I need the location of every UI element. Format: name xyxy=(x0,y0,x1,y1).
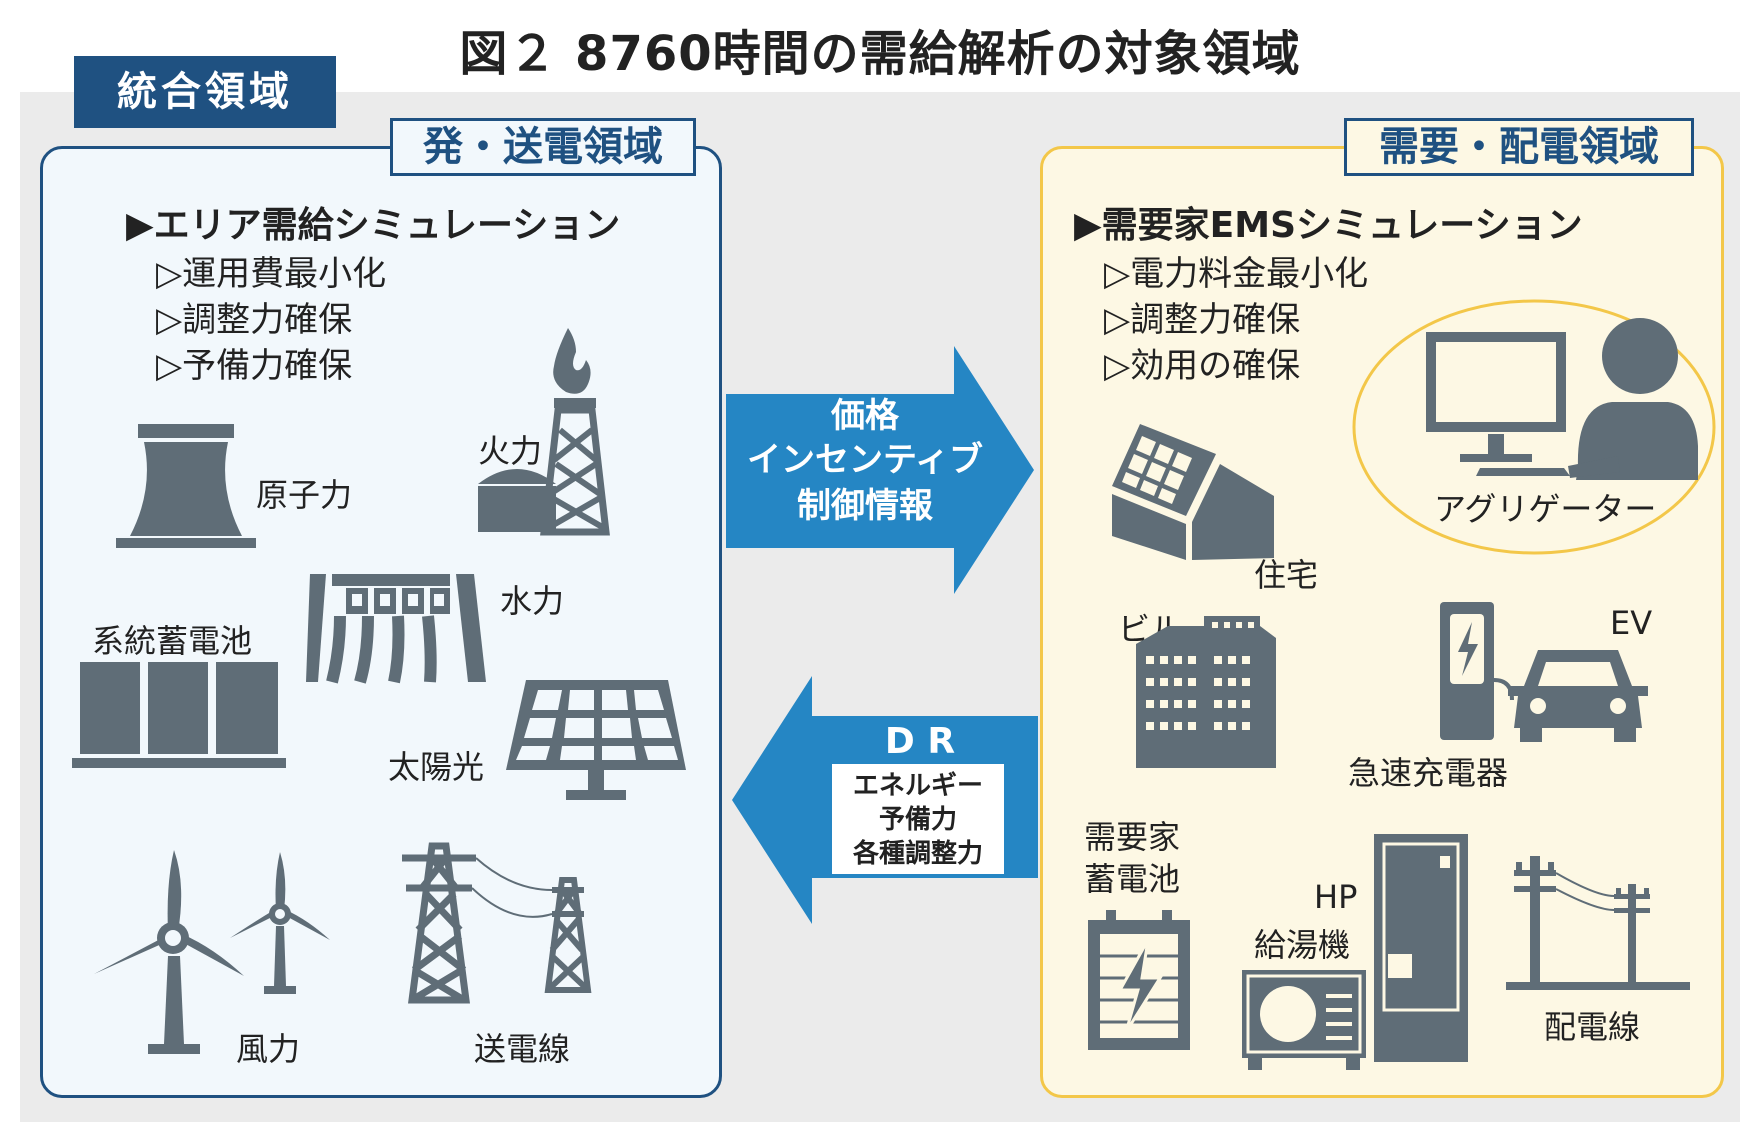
nuclear-label: 原子力 xyxy=(256,476,353,514)
dr-line-1: エネルギー xyxy=(852,771,983,801)
grid-battery-label: 系統蓄電池 xyxy=(92,622,253,660)
solar-panel-icon xyxy=(506,680,686,800)
demand-distribution-label: 需要・配電領域 xyxy=(1344,118,1694,176)
fast-charger-icon xyxy=(1440,602,1514,740)
hydro-label: 水力 xyxy=(500,582,565,620)
left-bullet-2: ▷調整力確保 xyxy=(156,300,353,340)
left-bullet-3: ▷予備力確保 xyxy=(156,346,353,386)
ems-simulation-heading: ▶需要家EMSシミュレーション xyxy=(1074,205,1583,246)
consumer-battery-label: 需要家 蓄電池 xyxy=(1084,818,1181,898)
arrow-right-line-1: 価格 xyxy=(831,396,899,436)
wind-label: 風力 xyxy=(236,1030,301,1068)
price-incentive-arrow xyxy=(726,346,1034,594)
building-icon xyxy=(1136,616,1276,768)
wind-turbine-small-icon xyxy=(230,852,330,994)
house-label: 住宅 xyxy=(1254,556,1319,594)
thermal-plant-icon xyxy=(478,328,610,536)
solar-label: 太陽光 xyxy=(388,748,485,786)
hp-label-line2: 給湯機 xyxy=(1254,926,1351,964)
thermal-label: 火力 xyxy=(478,432,543,470)
grid-battery-icon xyxy=(72,662,286,768)
distribution-pole-icon xyxy=(1506,856,1690,990)
heat-pump-water-heater-icon xyxy=(1242,834,1468,1070)
dr-title: D R xyxy=(884,721,956,762)
dr-line-2: 予備力 xyxy=(878,805,957,835)
wind-turbine-large-icon xyxy=(94,850,244,1054)
integrated-area-badge: 統合領域 xyxy=(74,56,336,128)
consumer-battery-icon xyxy=(1088,910,1190,1050)
hp-label-line1: HP xyxy=(1314,878,1358,916)
ev-label: EV xyxy=(1610,604,1653,642)
hydro-dam-icon xyxy=(306,574,486,684)
right-bullet-3: ▷効用の確保 xyxy=(1104,346,1301,386)
arrow-right-line-2: インセンティブ xyxy=(747,440,983,480)
dr-contents-box: エネルギー 予備力 各種調整力 xyxy=(832,764,1004,874)
generation-transmission-label: 発・送電領域 xyxy=(390,118,696,176)
transmission-tower-icon xyxy=(402,842,592,1004)
dr-line-3: 各種調整力 xyxy=(852,839,983,869)
electric-vehicle-icon xyxy=(1508,650,1648,742)
fast-charger-label: 急速充電器 xyxy=(1348,754,1509,792)
generation-transmission-region xyxy=(40,146,722,1098)
area-simulation-heading: ▶エリア需給シミュレーション xyxy=(126,205,621,246)
figure-title: 図２ 8760時間の需給解析の対象領域 xyxy=(459,26,1301,82)
right-bullet-1: ▷電力料金最小化 xyxy=(1104,254,1369,294)
right-bullet-2: ▷調整力確保 xyxy=(1104,300,1301,340)
arrow-right-line-3: 制御情報 xyxy=(797,486,933,526)
nuclear-plant-icon xyxy=(116,424,256,548)
aggregator-label: アグリゲーター xyxy=(1434,490,1657,528)
transmission-label: 送電線 xyxy=(474,1030,571,1068)
aggregator-icon xyxy=(1352,299,1716,555)
left-bullet-1: ▷運用費最小化 xyxy=(156,254,387,294)
distribution-label: 配電線 xyxy=(1544,1008,1641,1046)
house-solar-icon xyxy=(1112,424,1274,560)
